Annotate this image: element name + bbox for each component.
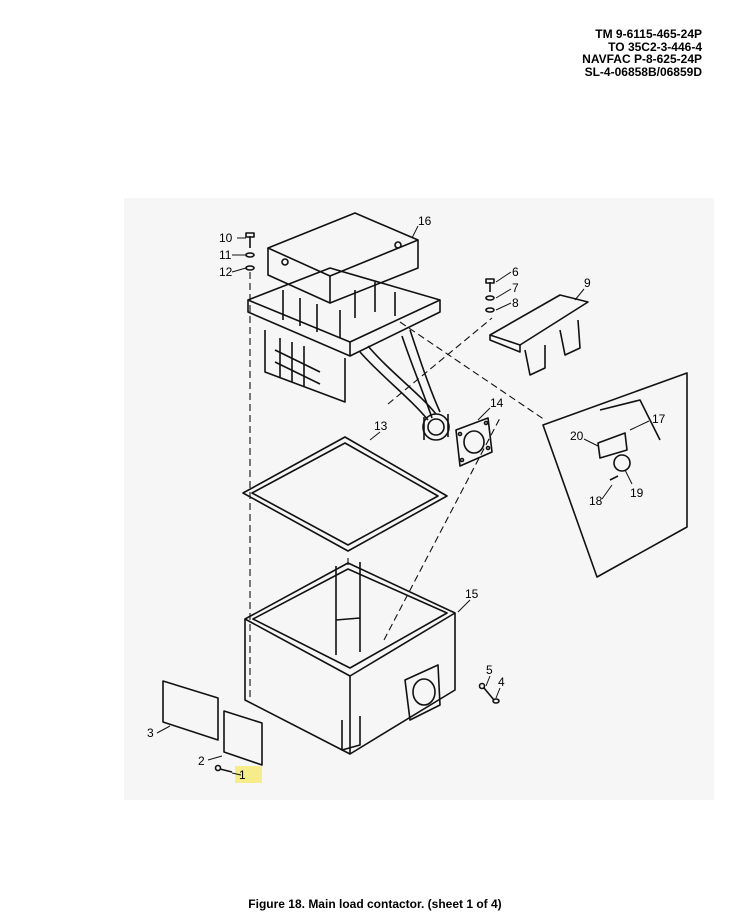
callout-4: 4 <box>498 675 505 689</box>
callout-14: 14 <box>490 396 504 410</box>
screw-washers-right <box>485 278 495 313</box>
callout-8: 8 <box>512 296 519 310</box>
document-header: TM 9-6115-465-24P TO 35C2-3-446-4 NAVFAC… <box>582 28 702 78</box>
callout-16: 16 <box>418 214 432 228</box>
screw-plate <box>214 764 233 773</box>
header-line-sl: SL-4-06858B/06859D <box>584 64 702 79</box>
callout-5: 5 <box>486 663 493 677</box>
assembly-lines <box>249 272 546 700</box>
callout-18: 18 <box>589 494 603 508</box>
callout-leaders <box>156 225 650 776</box>
header-line-navfac: NAVFAC P-8-625-24P <box>582 52 702 66</box>
coil-housing <box>264 330 346 403</box>
callout-10: 10 <box>219 231 233 245</box>
screw-box <box>478 682 500 704</box>
screw-washers-left <box>245 232 255 271</box>
box-gasket <box>242 436 448 552</box>
inset-panel <box>542 372 688 578</box>
callout-15: 15 <box>465 587 479 601</box>
callout-3: 3 <box>147 726 154 740</box>
header-line-to: TO 35C2-3-446-4 <box>608 39 702 54</box>
callout-1: 1 <box>239 768 246 782</box>
cover-part <box>267 212 419 304</box>
callout-12: 12 <box>219 265 233 279</box>
header-line-tm: TM 9-6115-465-24P <box>595 27 702 41</box>
side-cover <box>489 294 589 376</box>
callout-9: 9 <box>584 276 591 290</box>
callout-17: 17 <box>652 412 666 426</box>
callout-13: 13 <box>374 419 388 433</box>
callout-11: 11 <box>219 248 232 262</box>
cable-bundle <box>359 329 441 421</box>
callout-7: 7 <box>512 281 519 295</box>
figure-caption: Figure 18. Main load contactor. (sheet 1… <box>248 897 502 911</box>
nameplate-large <box>162 680 219 741</box>
enclosure-box <box>244 562 456 755</box>
figure-background <box>124 198 714 800</box>
callout-20: 20 <box>570 429 584 443</box>
connector-part <box>422 413 450 441</box>
highlight-callout-1 <box>235 766 262 783</box>
nameplate-small <box>223 710 263 766</box>
callout-6: 6 <box>512 265 519 279</box>
connector-gasket <box>455 417 493 467</box>
contactor-base-plate <box>247 267 441 357</box>
callout-19: 19 <box>630 486 644 500</box>
callout-2: 2 <box>198 754 205 768</box>
